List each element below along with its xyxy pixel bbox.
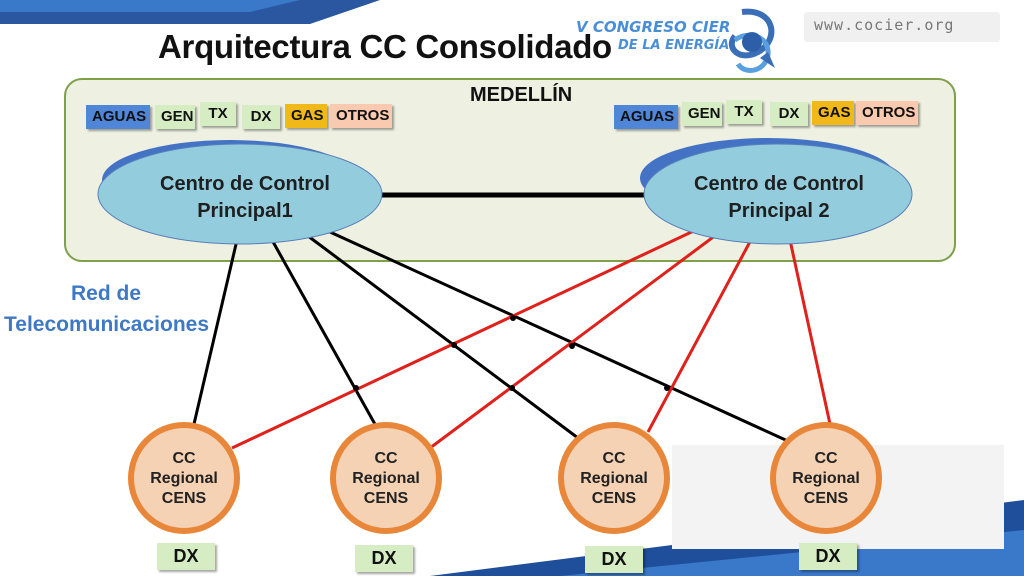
logo-line-2: DE LA ENERGÍA bbox=[618, 38, 730, 53]
regional-2-line2: Regional bbox=[352, 470, 420, 487]
tag-gen-right: GEN bbox=[682, 102, 722, 126]
principal-1-line2: Principal1 bbox=[197, 200, 293, 222]
regional-1-line3: CENS bbox=[161, 490, 207, 507]
principal-2-label: Centro de Control Principal 2 bbox=[664, 171, 894, 225]
tag-aguas-right: AGUAS bbox=[614, 105, 678, 129]
link-p2-r1 bbox=[231, 226, 701, 450]
network-label-line1: Red de bbox=[70, 282, 141, 305]
regional-node-3 bbox=[558, 422, 670, 534]
regional-3-label: CC Regional CENS bbox=[559, 449, 669, 509]
regional-3-line1: CC bbox=[602, 450, 626, 467]
regional-4-line1: CC bbox=[814, 450, 838, 467]
regional-4-label: CC Regional CENS bbox=[771, 449, 881, 509]
link-p1-r4 bbox=[329, 230, 791, 444]
principal-1-node bbox=[97, 140, 383, 245]
tag-dx-right: DX bbox=[770, 102, 808, 126]
junction-dots bbox=[353, 315, 670, 391]
url-box bbox=[804, 12, 1000, 42]
regional-node-2 bbox=[330, 422, 442, 534]
regional-1-label: CC Regional CENS bbox=[129, 449, 239, 509]
swirl-logo-icon bbox=[728, 8, 775, 73]
tag-tx-left: TX bbox=[200, 102, 236, 126]
principal-2-node bbox=[640, 138, 913, 245]
tag-aguas-left: AGUAS bbox=[86, 105, 150, 129]
link-p2-r4 bbox=[788, 239, 832, 425]
principal-1-label: Centro de Control Principal1 bbox=[130, 171, 360, 225]
link-p1-r1 bbox=[192, 239, 239, 425]
link-p2-r3 bbox=[646, 237, 754, 433]
principal-2-line2: Principal 2 bbox=[728, 200, 830, 222]
link-p2-r2 bbox=[429, 230, 721, 450]
principal-2-line1: Centro de Control bbox=[694, 173, 864, 195]
region-label: MEDELLÍN bbox=[470, 84, 573, 106]
regional-1-line2: Regional bbox=[150, 470, 218, 487]
regional-node-1 bbox=[128, 422, 240, 534]
website-url[interactable]: www.cocier.org bbox=[814, 16, 955, 34]
tag-dx-left: DX bbox=[242, 105, 280, 129]
regional-2-line1: CC bbox=[374, 450, 398, 467]
link-p1-r3 bbox=[307, 234, 579, 440]
regional-1-dx-tag: DX bbox=[157, 543, 215, 570]
regional-4-dx-tag: DX bbox=[799, 543, 857, 570]
network-label-line2: Telecomunicaciones bbox=[4, 313, 210, 336]
tag-gen-left: GEN bbox=[155, 105, 195, 129]
tag-gas-left: GAS bbox=[285, 104, 327, 128]
network-label: Red de Telecomunicaciones bbox=[4, 278, 210, 340]
regional-2-label: CC Regional CENS bbox=[331, 449, 441, 509]
tag-tx-right: TX bbox=[726, 100, 762, 124]
regional-2-line3: CENS bbox=[363, 490, 409, 507]
link-p1-r2 bbox=[270, 239, 378, 427]
regional-3-dx-tag: DX bbox=[585, 546, 643, 573]
page-title: Arquitectura CC Consolidado bbox=[158, 28, 612, 65]
regional-node-4 bbox=[770, 422, 882, 534]
principal-1-line1: Centro de Control bbox=[160, 173, 330, 195]
regional-4-line3: CENS bbox=[803, 490, 849, 507]
logo-line-1: V CONGRESO CIER bbox=[576, 18, 731, 36]
regional-3-line2: Regional bbox=[580, 470, 648, 487]
regional-1-line1: CC bbox=[172, 450, 196, 467]
tag-otros-left: OTROS bbox=[330, 104, 392, 128]
tag-otros-right: OTROS bbox=[856, 101, 918, 125]
tag-gas-right: GAS bbox=[812, 101, 854, 125]
regional-2-dx-tag: DX bbox=[355, 545, 413, 572]
regional-4-line2: Regional bbox=[792, 470, 860, 487]
regional-3-line3: CENS bbox=[591, 490, 637, 507]
